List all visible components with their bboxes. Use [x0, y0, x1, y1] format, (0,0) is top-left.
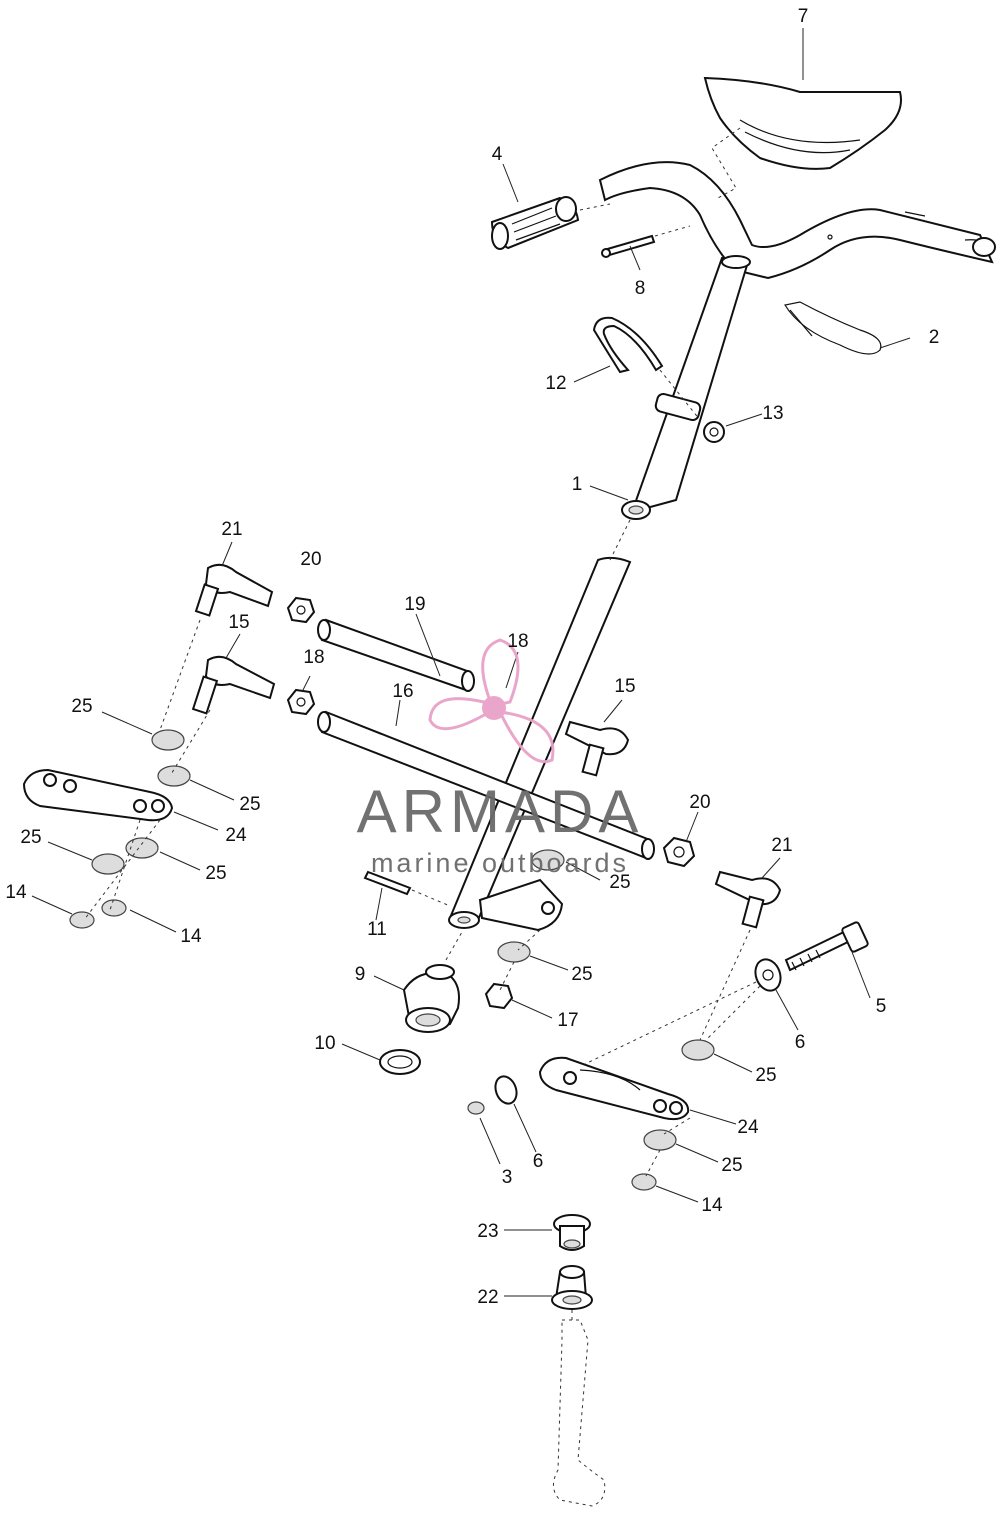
callout-label: 3: [502, 1167, 513, 1188]
armada-watermark: ARMADA marine outboards: [357, 638, 644, 878]
callout-label: 10: [314, 1033, 335, 1054]
callout-label: 25: [571, 964, 592, 985]
callout-label: 11: [367, 919, 387, 940]
callout-label: 14: [5, 882, 27, 903]
callout-label: 6: [533, 1151, 544, 1172]
link-plate-24-left: [22, 768, 174, 822]
callout-label: 14: [701, 1195, 723, 1216]
cross-tube-16: [317, 710, 655, 860]
callout-label: 14: [180, 926, 202, 947]
swivel-bracket-phantom: [553, 1310, 606, 1507]
washers-center: [484, 849, 565, 1010]
callout-label: 20: [689, 792, 710, 813]
washers-right: [467, 929, 751, 1191]
callout-label: 5: [876, 996, 887, 1017]
ball-joint-21-left: [194, 563, 274, 617]
callout-label: 25: [71, 696, 92, 717]
callout-label: 13: [762, 403, 783, 424]
callout-label: 15: [228, 612, 249, 633]
nut-13: [703, 421, 725, 443]
callout-label: 7: [798, 6, 809, 27]
callout-label: 1: [572, 474, 583, 495]
callout-label: 24: [737, 1117, 759, 1138]
callout-label: 17: [557, 1010, 578, 1031]
callout-label: 9: [355, 964, 366, 985]
link-plate-24-right: [538, 1056, 690, 1121]
callout-label: 20: [300, 549, 321, 570]
bolt-5: [784, 921, 869, 972]
nut-18-left: [286, 688, 316, 716]
callout-label: 16: [392, 681, 413, 702]
ball-joint-21-right: [714, 870, 782, 929]
callout-label: 23: [477, 1221, 498, 1242]
callout-label: 25: [721, 1155, 742, 1176]
throttle-grip: [490, 196, 611, 250]
callout-label: 25: [609, 872, 630, 893]
roll-pin-11: [363, 870, 451, 907]
watermark-brand: ARMADA: [357, 778, 644, 845]
callout-label: 24: [225, 825, 247, 846]
callout-label: 15: [614, 676, 635, 697]
callout-label: 25: [20, 827, 41, 848]
callout-label: 2: [929, 327, 940, 348]
bushing-22: [551, 1265, 593, 1310]
callout-label: 12: [545, 373, 566, 394]
ball-joint-15-right: [564, 720, 630, 777]
watermark-tagline: marine outboards: [371, 848, 629, 878]
tiller-arm-tube: [621, 255, 751, 520]
u-bolt: [592, 316, 701, 421]
ball-joint-15-left: [191, 655, 276, 715]
cross-tube-19: [317, 618, 475, 692]
leader-lines: [31, 28, 911, 1297]
top-cover: [703, 76, 902, 199]
callout-labels: 7 4 8 2 12 13 1 21 20 19 15 18 18 15 16 …: [5, 6, 939, 1308]
bushing-9: [402, 931, 463, 1033]
cable-tie: [784, 301, 882, 355]
nut-20-right: [662, 836, 696, 868]
callout-label: 25: [755, 1065, 776, 1086]
propeller-logo-icon: [428, 638, 555, 763]
bushing-23: [553, 1214, 591, 1251]
tiller-handle-bar: [598, 161, 996, 280]
washer-6-right: [559, 958, 782, 1077]
callout-label: 25: [205, 863, 226, 884]
handle-pin: [601, 225, 691, 258]
callout-label: 22: [477, 1287, 498, 1308]
callout-label: 6: [795, 1032, 806, 1053]
washer-10: [379, 1049, 421, 1075]
nut-20-left: [286, 596, 316, 624]
callout-label: 25: [239, 794, 260, 815]
callout-label: 21: [221, 519, 242, 540]
callout-label: 18: [507, 631, 528, 652]
washers-left: [69, 619, 211, 929]
callout-label: 18: [303, 647, 324, 668]
callout-label: 21: [771, 835, 792, 856]
callout-label: 4: [492, 144, 503, 165]
steering-shaft: [448, 519, 632, 932]
callout-label: 19: [404, 594, 425, 615]
callout-label: 8: [635, 278, 646, 299]
